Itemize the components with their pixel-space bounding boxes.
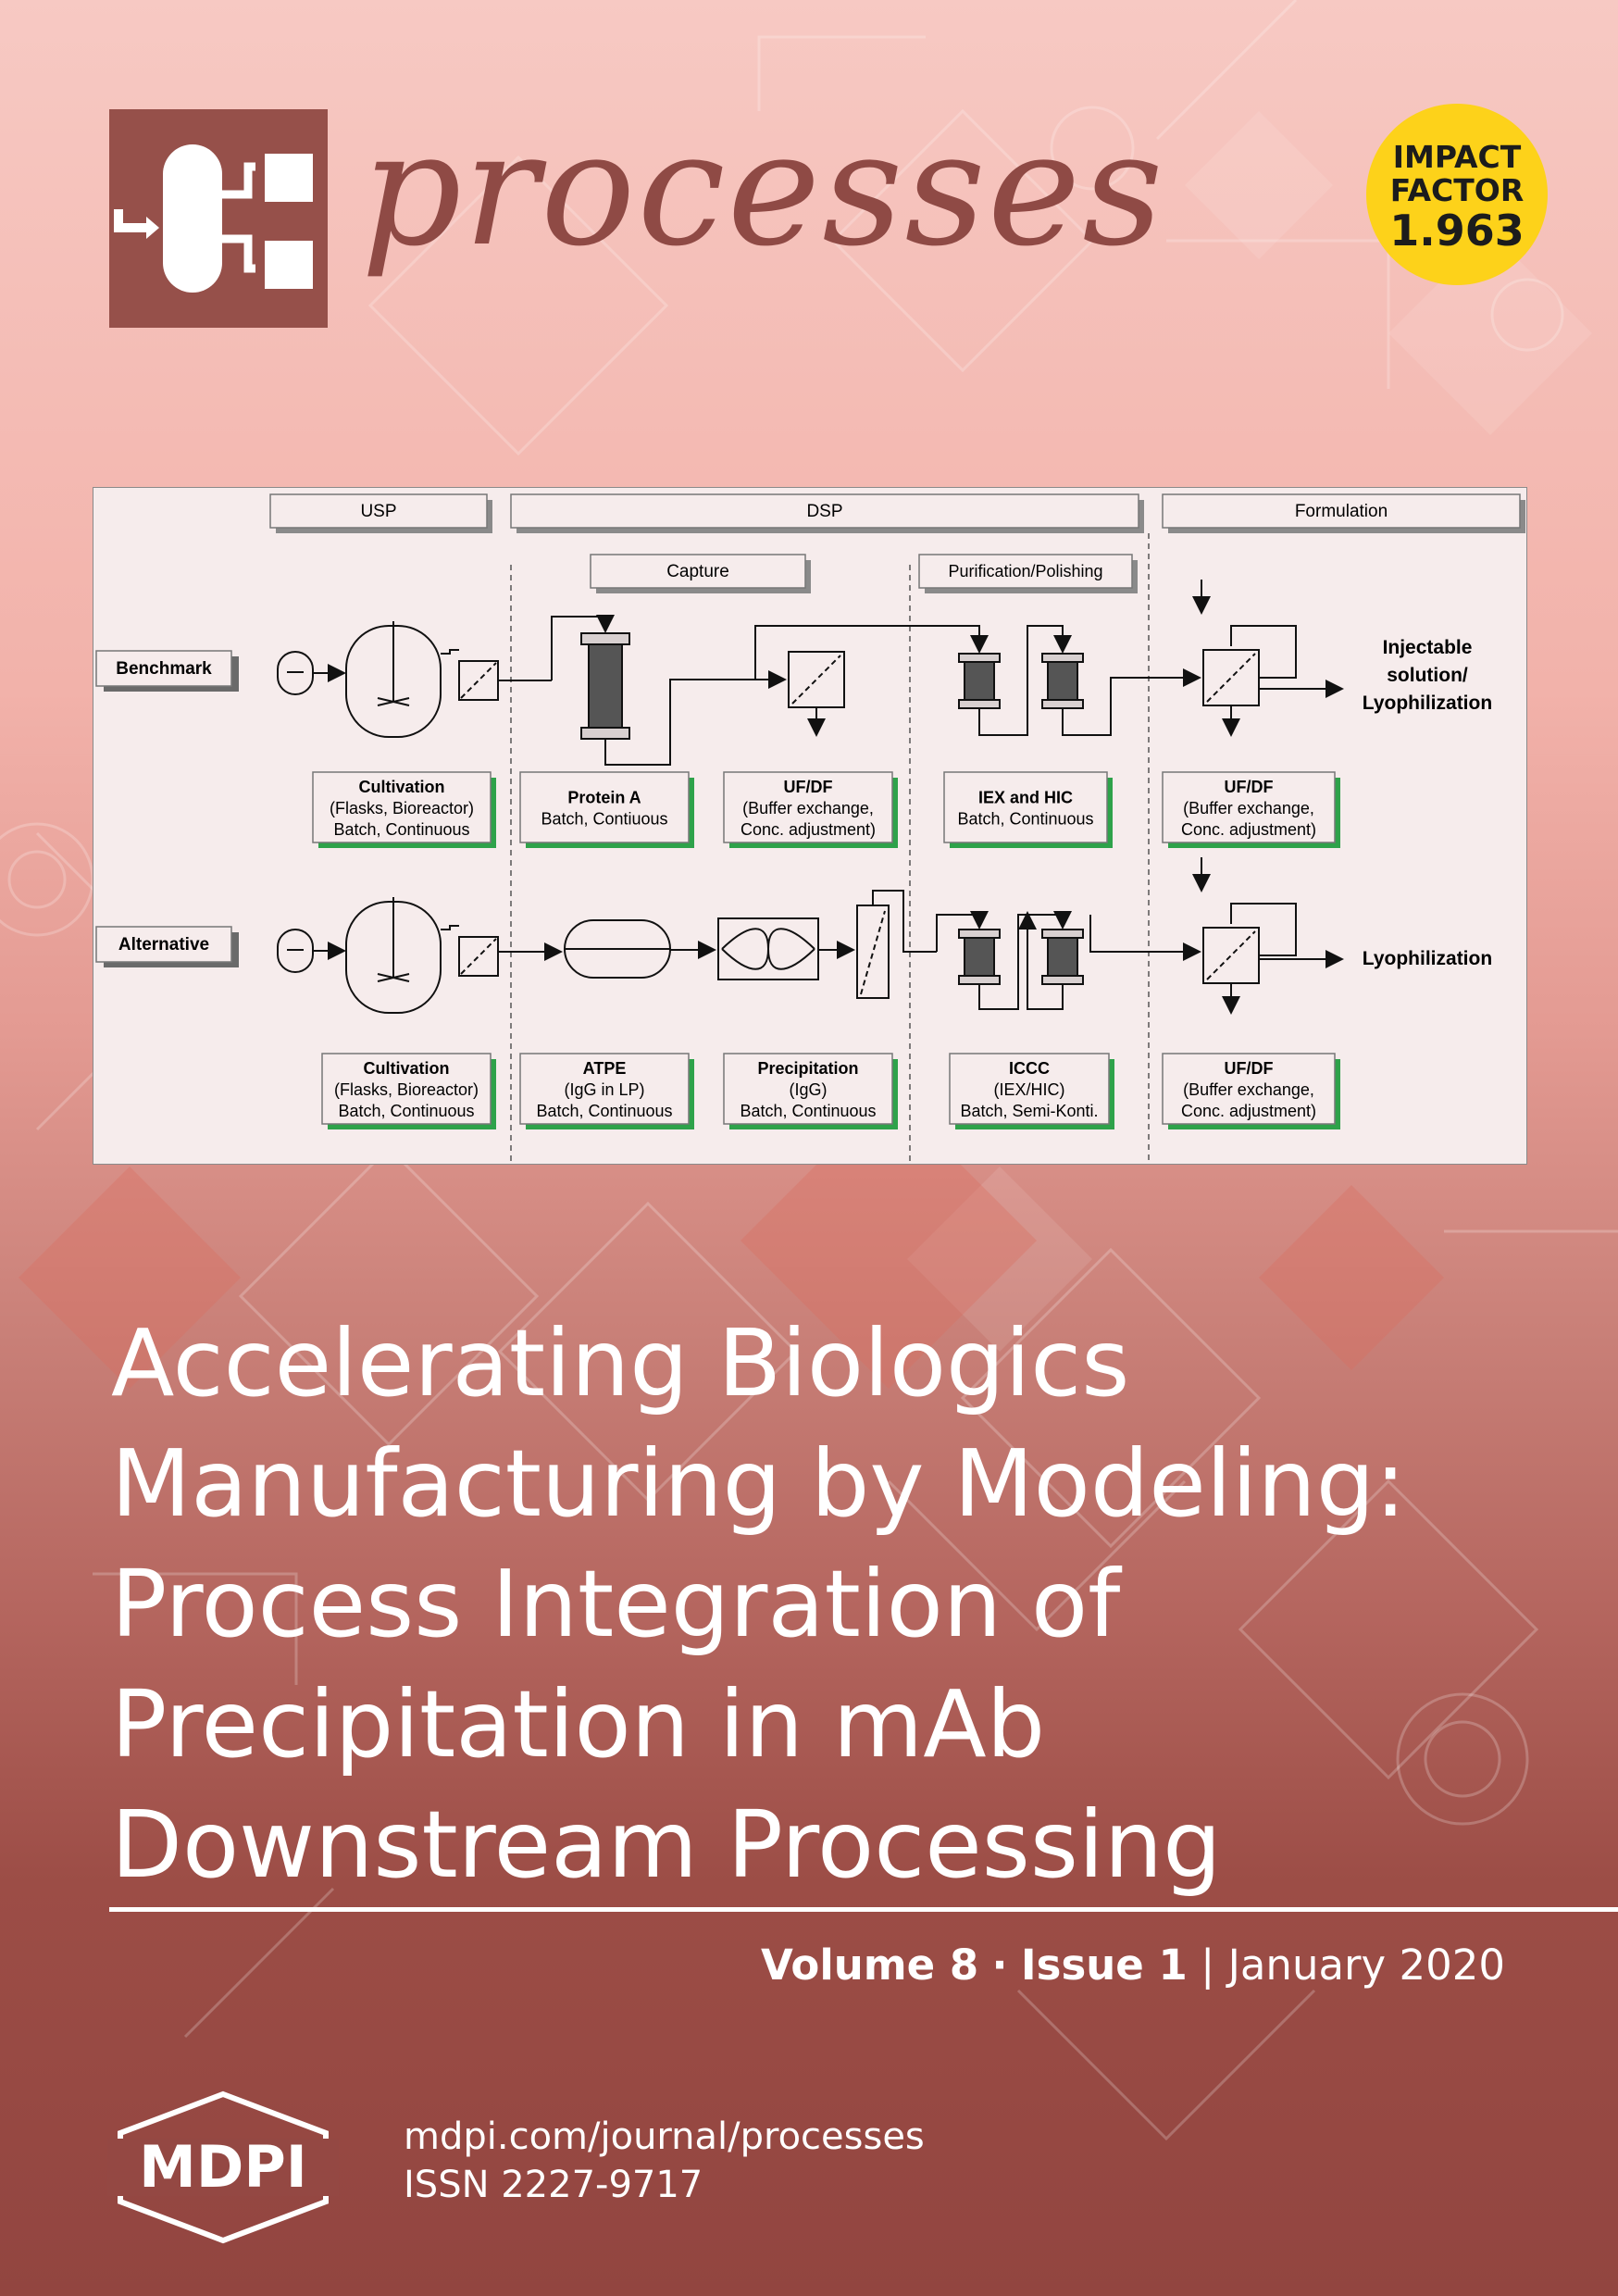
journal-logo	[109, 109, 328, 328]
processes-logo-icon	[114, 144, 313, 293]
alternative-step-5-line-1: UF/DF	[1225, 1059, 1274, 1078]
alternative-step-1-line-3: Batch, Continuous	[338, 1102, 474, 1120]
impact-label-1: IMPACT	[1392, 139, 1522, 175]
alternative-step-5-line-2: (Buffer exchange,	[1183, 1080, 1314, 1099]
benchmark-step-2: Protein A Batch, Contiuous	[519, 771, 694, 848]
output-alternative: Lyophilization	[1363, 948, 1492, 969]
benchmark-step-4-line-2: Batch, Continuous	[957, 810, 1093, 829]
alternative-step-5-line-3: Conc. adjustment)	[1181, 1102, 1316, 1120]
alternative-step-2-line-2: (IgG in LP)	[564, 1080, 644, 1099]
benchmark-step-1-line-2: (Flasks, Bioreactor)	[330, 799, 474, 817]
alternative-step-4-line-2: (IEX/HIC)	[993, 1080, 1064, 1099]
alternative-step-5: UF/DF (Buffer exchange, Conc. adjustment)	[1162, 1053, 1340, 1129]
impact-factor-badge: IMPACT FACTOR 1.963	[1366, 104, 1548, 285]
issue-info: Volume 8 · Issue 1 | January 2020	[761, 1940, 1505, 1990]
benchmark-step-4-line-1: IEX and HIC	[978, 789, 1073, 807]
divider-rule	[109, 1907, 1618, 1912]
issue-separator: ·	[991, 1940, 1008, 1990]
date-separator: |	[1201, 1940, 1215, 1990]
title-line-2: Manufacturing by Modeling:	[111, 1429, 1406, 1538]
subphase-capture: Capture	[666, 562, 729, 581]
alternative-step-2-line-1: ATPE	[583, 1059, 627, 1078]
impact-label-2: FACTOR	[1389, 172, 1525, 208]
benchmark-step-3-line-3: Conc. adjustment)	[741, 820, 876, 839]
issn: ISSN 2227-9717	[404, 2164, 703, 2206]
output-benchmark-3: Lyophilization	[1363, 693, 1492, 714]
alternative-step-labels: Cultivation (Flasks, Bioreactor) Batch, Co…	[321, 1053, 1340, 1129]
benchmark-step-labels: Cultivation (Flasks, Bioreactor) Batch, Co…	[312, 771, 1340, 848]
benchmark-step-1-line-1: Cultivation	[359, 778, 445, 796]
journal-url[interactable]: mdpi.com/journal/processes	[404, 2115, 925, 2158]
benchmark-step-3-line-1: UF/DF	[784, 778, 833, 796]
alternative-step-3-line-2: (IgG)	[789, 1080, 827, 1099]
subphase-purification: Purification/Polishing	[948, 562, 1102, 580]
benchmark-step-1-line-3: Batch, Continuous	[333, 820, 469, 839]
alternative-step-3: Precipitation (IgG) Batch, Continuous	[723, 1053, 898, 1129]
phase-formulation: Formulation	[1295, 502, 1388, 521]
output-benchmark-1: Injectable	[1383, 637, 1473, 658]
mdpi-logo-icon: MDPI	[107, 2090, 339, 2244]
alternative-step-2-line-3: Batch, Continuous	[536, 1102, 672, 1120]
title-line-3: Process Integration of	[111, 1550, 1121, 1658]
benchmark-step-4: IEX and HIC Batch, Continuous	[943, 771, 1113, 848]
alternative-step-3-line-3: Batch, Continuous	[740, 1102, 876, 1120]
phase-dsp: DSP	[806, 502, 842, 521]
volume: Volume 8	[761, 1940, 979, 1990]
publisher-info: mdpi.com/journal/processes ISSN 2227-971…	[404, 2113, 925, 2209]
benchmark-step-2-line-1: Protein A	[567, 789, 641, 807]
benchmark-step-1: Cultivation (Flasks, Bioreactor) Batch, Co…	[312, 771, 496, 848]
article-title: Accelerating Biologics Manufacturing by …	[111, 1304, 1555, 1905]
title-line-4: Precipitation in mAb	[111, 1670, 1046, 1778]
benchmark-step-3: UF/DF (Buffer exchange, Conc. adjustment)	[723, 771, 898, 848]
phase-headers: USP DSP Formulation Capture Purification…	[269, 493, 1525, 593]
row-alternative: Alternative	[118, 935, 209, 955]
alternative-step-1-line-2: (Flasks, Bioreactor)	[334, 1080, 479, 1099]
benchmark-step-5-line-3: Conc. adjustment)	[1181, 820, 1316, 839]
alternative-step-1: Cultivation (Flasks, Bioreactor) Batch, Co…	[321, 1053, 496, 1129]
benchmark-step-5-line-2: (Buffer exchange,	[1183, 799, 1314, 817]
process-diagram: USP DSP Formulation Capture Purification…	[93, 487, 1527, 1165]
alternative-step-4: ICCC (IEX/HIC) Batch, Semi-Konti.	[949, 1053, 1114, 1129]
benchmark-step-5: UF/DF (Buffer exchange, Conc. adjustment)	[1162, 771, 1340, 848]
issue-date: January 2020	[1227, 1940, 1505, 1990]
phase-usp: USP	[360, 502, 396, 521]
alternative-step-4-line-1: ICCC	[1009, 1059, 1050, 1078]
journal-name: processes	[361, 98, 1165, 281]
output-benchmark-2: solution/	[1387, 665, 1468, 686]
benchmark-step-3-line-2: (Buffer exchange,	[742, 799, 874, 817]
alternative-step-2: ATPE (IgG in LP) Batch, Continuous	[519, 1053, 694, 1129]
alternative-step-1-line-1: Cultivation	[364, 1059, 450, 1078]
title-line-1: Accelerating Biologics	[111, 1309, 1130, 1417]
title-line-5: Downstream Processing	[111, 1791, 1222, 1899]
benchmark-step-5-line-1: UF/DF	[1225, 778, 1274, 796]
row-benchmark: Benchmark	[116, 659, 212, 679]
impact-value: 1.963	[1389, 206, 1525, 256]
benchmark-step-2-line-2: Batch, Contiuous	[541, 810, 667, 829]
alternative-step-3-line-1: Precipitation	[757, 1059, 858, 1078]
issue-number: Issue 1	[1020, 1940, 1188, 1990]
mdpi-logo-text: MDPI	[139, 2133, 307, 2201]
alternative-step-4-line-3: Batch, Semi-Konti.	[960, 1102, 1098, 1120]
